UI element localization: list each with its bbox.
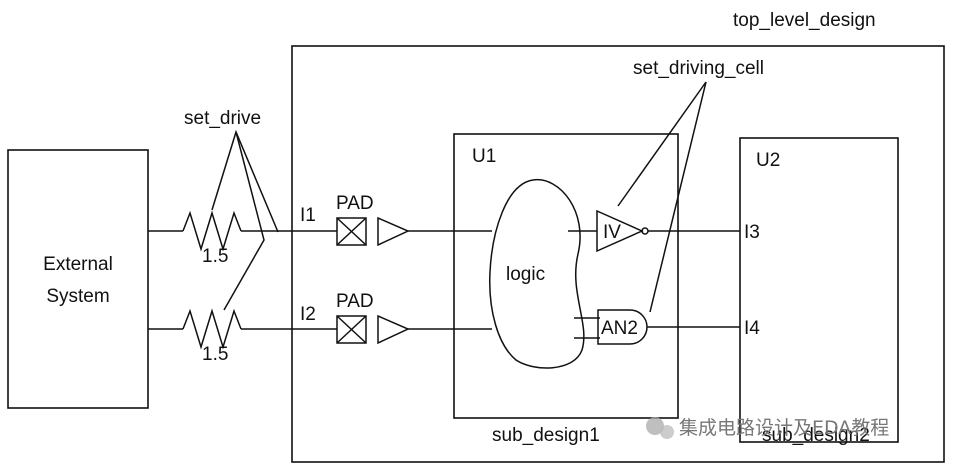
external-system-box: [7, 149, 149, 409]
external-system-label-line1: External: [43, 254, 113, 275]
and-gate-label: AN2: [601, 318, 638, 339]
logic-cloud: [489, 179, 585, 369]
external-system-label-line2: System: [46, 286, 109, 307]
sub-design1-name: sub_design1: [492, 425, 600, 446]
input-port-i1: I1: [300, 205, 316, 226]
sub-design2-input-i3: I3: [744, 222, 760, 243]
sub-design2-name: sub_design2: [762, 425, 870, 446]
top-level-design-box: [291, 45, 945, 463]
sub-design2-instance: U2: [756, 150, 780, 171]
top-level-design-label: top_level_design: [733, 10, 876, 31]
sub-design1-box: [453, 133, 679, 419]
set-drive-arrow-lower: [223, 131, 265, 311]
sub-design2-box: [739, 137, 899, 443]
sub-design2-input-i4: I4: [744, 318, 760, 339]
resistor-2-value: 1.5: [202, 344, 228, 365]
pad-1-buffer: [377, 216, 410, 247]
pad-2-icon: [336, 315, 367, 344]
pad-2-label: PAD: [336, 291, 374, 312]
wechat-icon: [646, 417, 674, 439]
set-drive-arrow-upper: [211, 129, 279, 233]
set-driving-cell-arrow: [617, 81, 707, 313]
pad-1-label: PAD: [336, 193, 374, 214]
pad-1-icon: [336, 217, 367, 246]
sub-design1-instance: U1: [472, 146, 496, 167]
resistor-2: [182, 308, 242, 350]
set-driving-cell-label: set_driving_cell: [633, 58, 764, 79]
set-drive-label: set_drive: [184, 108, 261, 129]
watermark: 集成电路设计及EDA教程: [646, 417, 889, 439]
inverter-label: IV: [603, 222, 621, 243]
inverter-cell: [596, 209, 644, 253]
logic-label: logic: [506, 264, 545, 285]
resistor-1: [182, 210, 242, 252]
watermark-text: 集成电路设计及EDA教程: [679, 417, 889, 439]
pad-2-buffer: [377, 314, 410, 345]
and-gate-cell: [597, 309, 648, 345]
resistor-1-value: 1.5: [202, 246, 228, 267]
input-port-i2: I2: [300, 304, 316, 325]
